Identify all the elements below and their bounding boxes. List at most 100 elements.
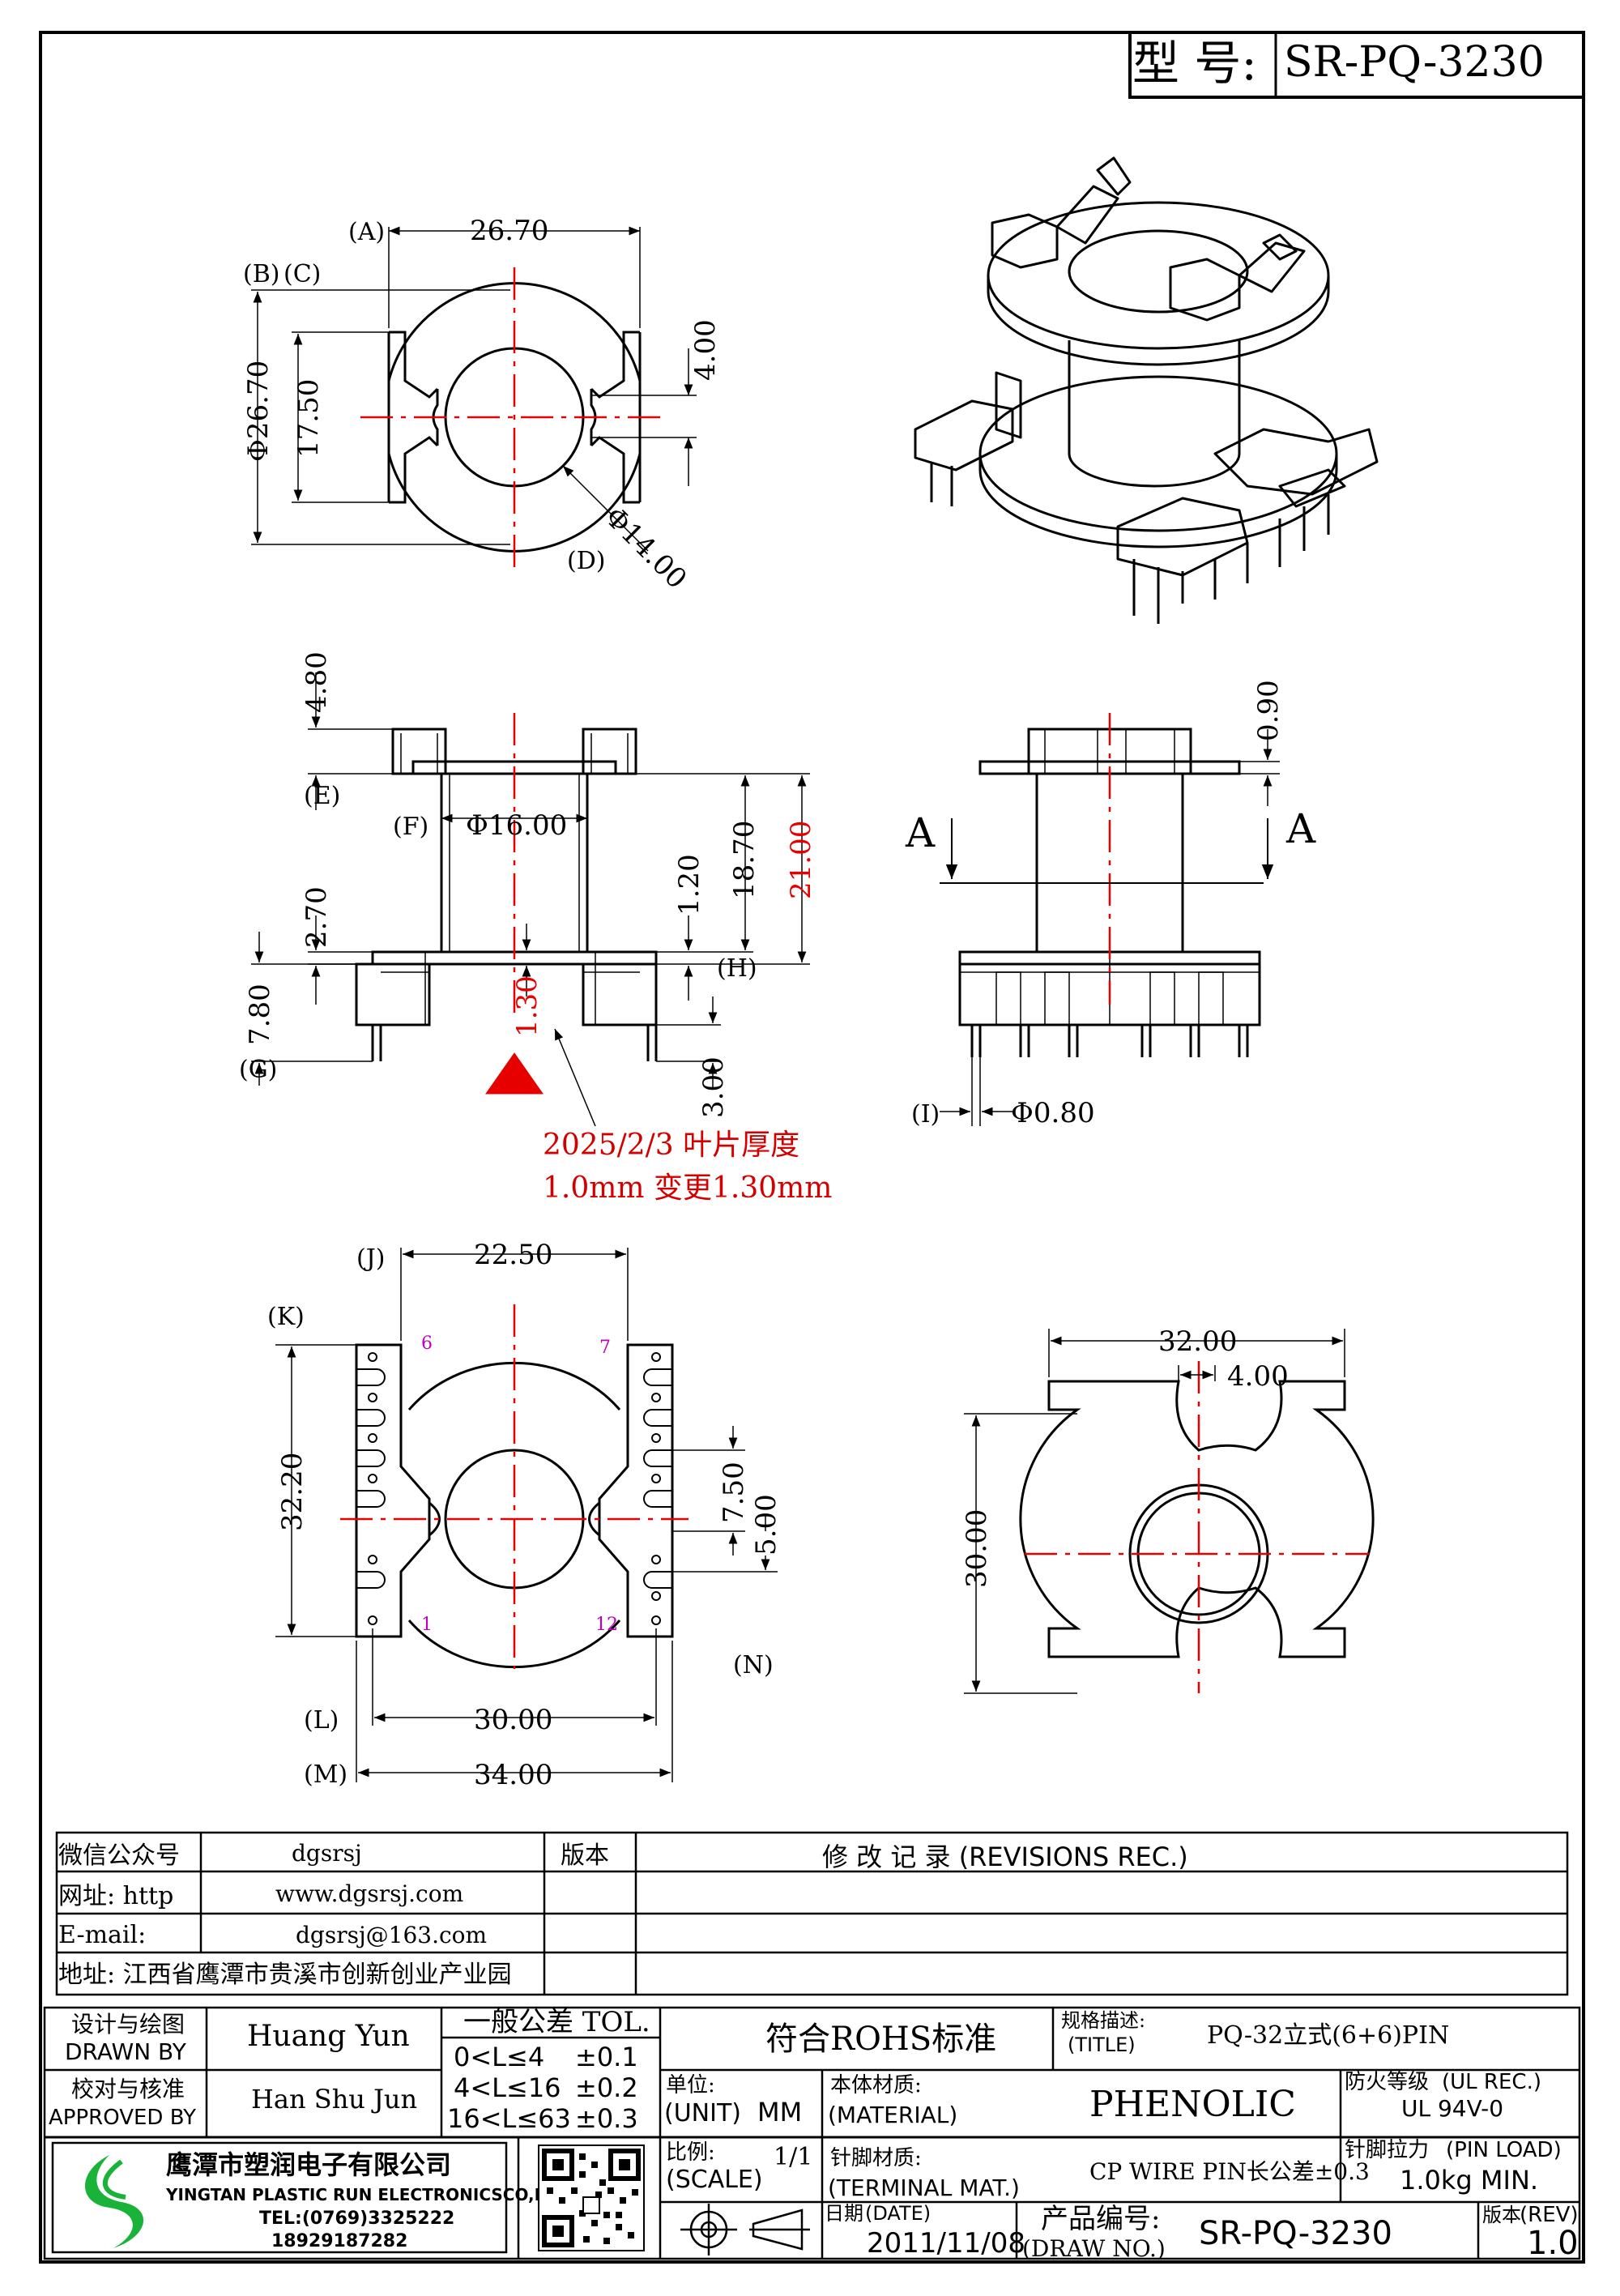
revision-note-line1: 2025/2/3 叶片厚度 (543, 1129, 799, 1162)
rohs-statement: 符合ROHS标准 (765, 2021, 996, 2058)
tag-e: (E) (304, 782, 340, 810)
fire-value: UL 94V-0 (1401, 2095, 1503, 2122)
info-block-text: 微信公众号 dgsrsj 网址: http www.dgsrsj.com E-m… (58, 1840, 1188, 1989)
revision-triangle (485, 1052, 544, 1095)
revision-note-line2: 1.0mm 变更1.30mm (543, 1171, 832, 1205)
date-value: 2011/11/08 (867, 2227, 1025, 2260)
drawn-name: Huang Yun (247, 2020, 410, 2053)
scale-value: 1/1 (774, 2143, 812, 2171)
model-header: 型 号: SR-PQ-3230 (1128, 31, 1585, 99)
model-value: SR-PQ-3230 (1284, 38, 1545, 87)
tag-k: (K) (267, 1303, 305, 1331)
approved-name: Han Shu Jun (251, 2084, 417, 2115)
fire-label-cn: 防火等级 (1345, 2070, 1429, 2094)
pin-load-label-en: (PIN LOAD) (1446, 2138, 1562, 2162)
tag-m: (M) (304, 1760, 347, 1789)
unit-label-en: (UNIT) (664, 2099, 741, 2127)
company-tel: TEL:(0769)3325222 (259, 2209, 454, 2229)
tag-n: (N) (733, 1651, 774, 1679)
dim-32-00: 32.00 (1158, 1325, 1237, 1358)
tag-j: (J) (356, 1244, 385, 1273)
dim-1-20: 1.20 (673, 854, 706, 915)
address: 地址: 江西省鹰潭市贵溪市创新创业产业园 (58, 1961, 512, 1989)
scale-label-cn: 比例: (666, 2140, 715, 2165)
dim-18-70: 18.70 (728, 821, 761, 899)
rev-label-en: (REV) (1520, 2203, 1579, 2227)
dim-21-00: 21.00 (785, 821, 817, 899)
projection-symbol-icon (680, 2204, 810, 2255)
date-label-en: (DATE) (865, 2202, 931, 2225)
section-a-left: A (905, 809, 936, 856)
date-label-cn: 日期 (825, 2202, 863, 2225)
version-label: 版本 (561, 1841, 609, 1870)
fire-label-en: (UL REC.) (1442, 2070, 1541, 2094)
scale-label-en: (SCALE) (666, 2166, 763, 2194)
tol-range-2: 4<L≤16 (454, 2072, 561, 2103)
material-label-cn: 本体材质: (830, 2073, 922, 2098)
approved-en: APPROVED BY (49, 2106, 196, 2130)
dim-dia-26-70: Φ26.70 (242, 361, 275, 462)
pin-label-6: 6 (421, 1334, 433, 1354)
material-label-en: (MATERIAL) (828, 2102, 957, 2128)
tag-g: (G) (239, 1056, 277, 1084)
web-label: 网址: http (58, 1882, 173, 1910)
tag-a: (A) (348, 218, 385, 246)
tol-value-1: ±0.1 (575, 2042, 638, 2072)
isometric-view (914, 156, 1379, 624)
company-cn: 鹰潭市塑润电子有限公司 (166, 2149, 451, 2180)
qr-code-icon (538, 2144, 645, 2251)
terminal-label-cn: 针脚材质: (830, 2146, 922, 2170)
company-text: 鹰潭市塑润电子有限公司 YINGTAN PLASTIC RUN ELECTRON… (165, 2149, 566, 2251)
dim-f0-80: Φ0.80 (1011, 1097, 1095, 1129)
tag-h: (H) (717, 954, 757, 983)
dim-3-00: 3.00 (697, 1056, 730, 1118)
title-block-text: 设计与绘图 DRAWN BY Huang Yun 校对与核准 APPROVED … (49, 2006, 1579, 2262)
side-view (940, 713, 1280, 1126)
rev-label-cn: 版本 (1482, 2204, 1521, 2226)
terminal-value: CP WIRE PIN长公差±0.3 (1089, 2158, 1370, 2185)
section-a-right: A (1285, 805, 1316, 852)
approved-cn: 校对与核准 (71, 2076, 185, 2102)
tol-value-3: ±0.3 (575, 2103, 638, 2134)
rev-value: 1.0 (1527, 2225, 1579, 2262)
model-label: 型 号: (1132, 36, 1257, 91)
dim-1-30: 1.30 (511, 975, 544, 1037)
wechat-value: dgsrsj (292, 1840, 362, 1867)
company-logo-icon (85, 2155, 144, 2248)
bottom-view-labels: 22.50 (J) (K) 32.20 7.50 5.00 (N) 30.00 … (267, 1239, 782, 1791)
tag-i: (I) (911, 1100, 940, 1129)
tol-title: 一般公差 TOL. (463, 2006, 650, 2038)
tol-value-2: ±0.2 (575, 2072, 638, 2103)
tag-d: (D) (567, 547, 605, 575)
info-block (55, 1831, 1569, 1996)
web-value: www.dgsrsj.com (275, 1880, 463, 1907)
pin-label-1: 1 (421, 1615, 433, 1635)
drawno-label-cn: 产品编号: (1041, 2203, 1160, 2235)
unit-value: MM (757, 2097, 802, 2127)
dim-34-00: 34.00 (474, 1759, 552, 1791)
dim-32-20: 32.20 (276, 1453, 309, 1531)
dim-4-00: 4.00 (689, 319, 722, 381)
dim-22-50: 22.50 (474, 1239, 552, 1271)
unit-label-cn: 单位: (666, 2073, 715, 2098)
dim-d14: Φ14.00 (599, 501, 693, 595)
dim-26-70: 26.70 (470, 215, 548, 247)
dim-0-90: 0.90 (1252, 680, 1285, 741)
dim-4-80: 4.80 (301, 651, 333, 713)
terminal-label-en: (TERMINAL MAT.) (828, 2174, 1020, 2201)
side-view-labels: 0.90 A A (I) Φ0.80 (905, 680, 1316, 1129)
title-block (43, 2006, 1581, 2260)
section-view (964, 1329, 1375, 1694)
top-view-labels: 26.70 (A) (B) (C) Φ26.70 17.50 4.00 Φ14.… (242, 215, 722, 595)
front-view-labels: 4.80 (E) (F) Φ16.00 18.70 21.00 2.70 1.2… (239, 651, 832, 1205)
front-view (251, 672, 810, 1127)
material-value: PHENOLIC (1089, 2084, 1296, 2125)
dim-2-70: 2.70 (301, 886, 333, 948)
pin-label-12: 12 (595, 1615, 618, 1635)
drawn-cn: 设计与绘图 (71, 2011, 185, 2038)
section-view-labels: 32.00 4.00 30.00 (961, 1325, 1289, 1588)
drawn-en: DRAWN BY (65, 2038, 187, 2065)
tol-range-1: 0<L≤4 (454, 2042, 544, 2072)
revisions-title: 修 改 记 录 (REVISIONS REC.) (822, 1841, 1188, 1872)
